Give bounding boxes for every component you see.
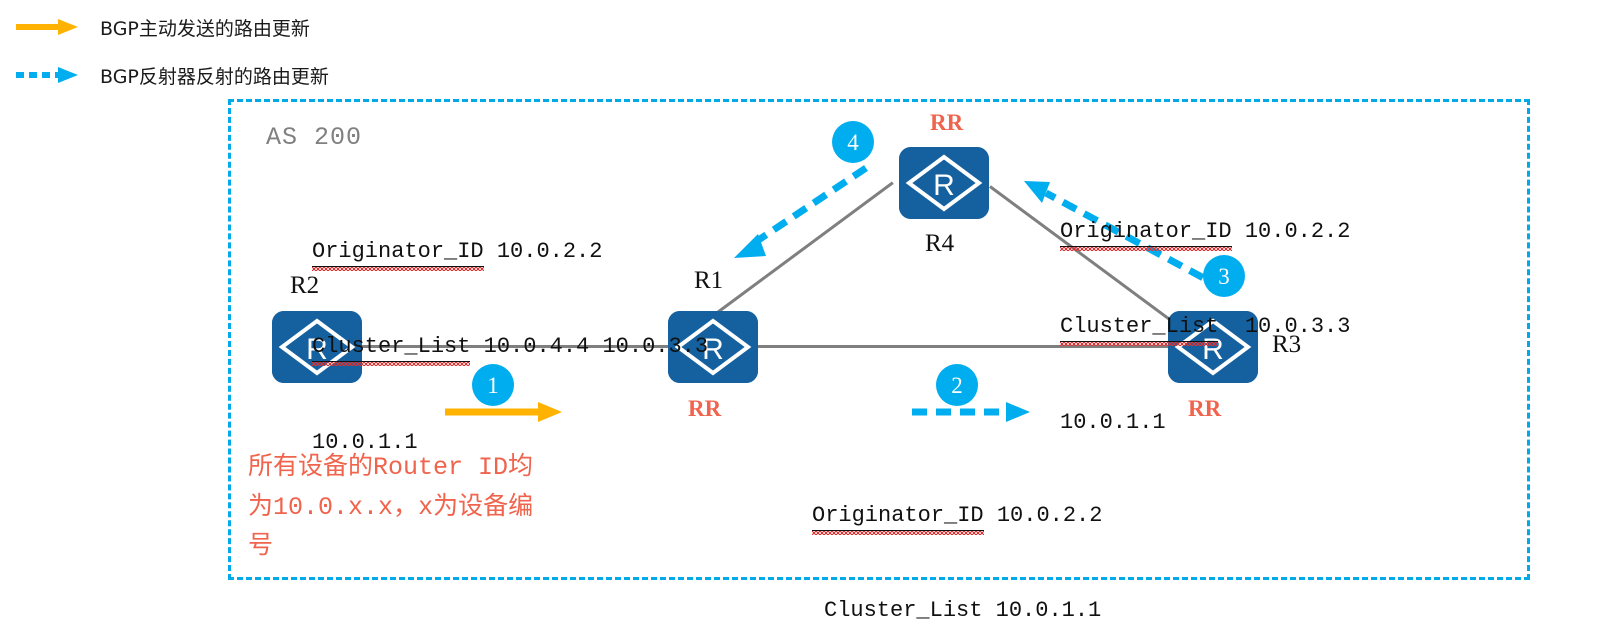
step-badge-4[interactable]: 4: [832, 121, 874, 163]
router-node-r3[interactable]: R: [1168, 311, 1258, 383]
node-label-r2: R2: [290, 272, 320, 299]
originator-id-keyword: Originator_ID: [1060, 216, 1232, 251]
step-badge-3[interactable]: 3: [1203, 255, 1245, 297]
legend-solid-arrow-icon: [14, 16, 80, 38]
cluster-list-value: 10.0.3.3: [1218, 314, 1351, 340]
info-line-2: Cluster_List 10.0.1.1: [812, 595, 1102, 625]
note-seg-7: 为设备编号: [248, 490, 534, 560]
info-line-2: Cluster_List 10.0.4.4 10.0.3.3: [312, 331, 709, 367]
info-line-1: Originator_ID 10.0.2.2: [312, 236, 708, 271]
note-seg-6: x: [418, 492, 434, 522]
note-seg-2: Router ID: [373, 453, 509, 482]
node-label-r4: R4: [925, 230, 955, 257]
router-node-r4[interactable]: R: [899, 147, 989, 219]
cluster-list-keyword: Cluster_List: [1060, 311, 1219, 347]
step-badge-2[interactable]: 2: [936, 364, 978, 406]
originator-id-value: 10.0.2.2: [483, 238, 603, 264]
info-line-2: Cluster_List 10.0.3.3: [1060, 311, 1351, 347]
link-r2-r1: [360, 345, 672, 348]
node-label-r3: R3: [1272, 331, 1302, 358]
originator-id-value: 10.0.2.2: [983, 502, 1103, 528]
router-id-note: 所有设备的Router ID均为10.0.x.x，x为设备编号: [248, 447, 538, 564]
info-line-3: 10.0.1.1: [1060, 410, 1166, 436]
originator-id-keyword: Originator_ID: [312, 236, 484, 271]
note-seg-3: 均为: [248, 451, 534, 520]
info-block-bottom-mid: Originator_ID 10.0.2.2 Cluster_List 10.0…: [812, 436, 1102, 625]
legend-item-solid: BGP主动发送的路由更新: [14, 14, 310, 40]
legend-label-dashed: BGP反射器反射的路由更新: [100, 65, 329, 88]
cluster-list-keyword: Cluster_List: [312, 331, 471, 367]
legend-item-dashed: BGP反射器反射的路由更新: [14, 62, 329, 88]
info-block-right-top: Originator_ID 10.0.2.2 Cluster_List 10.0…: [1060, 152, 1350, 503]
link-r1-r3: [757, 345, 1171, 348]
originator-id-value: 10.0.2.2: [1231, 218, 1351, 244]
rr-badge-r4: RR: [930, 110, 964, 135]
legend-dashed-arrow-icon: [14, 64, 80, 86]
as-domain-title: AS 200: [266, 123, 363, 152]
info-line-3: 10.0.1.1: [312, 430, 418, 456]
note-seg-4: 10.0.x.x: [273, 492, 394, 522]
info-block-left-top: Originator_ID 10.0.2.2 Cluster_List 10.0…: [312, 172, 708, 523]
note-seg-5: ，: [393, 490, 419, 520]
svg-text:R: R: [306, 333, 328, 366]
svg-text:R: R: [702, 333, 724, 366]
as-domain-boundary: [228, 99, 1530, 580]
rr-badge-r1: RR: [688, 396, 722, 421]
originator-id-keyword: Originator_ID: [812, 500, 984, 535]
note-seg-1: 所有设备的: [248, 451, 374, 480]
node-label-r1: R1: [694, 267, 724, 294]
router-node-r1[interactable]: R: [668, 311, 758, 383]
cluster-list-value: 10.0.1.1: [982, 598, 1102, 624]
info-line-1: Originator_ID 10.0.2.2: [812, 500, 1103, 535]
svg-text:R: R: [933, 169, 955, 202]
cluster-list-keyword: Cluster_List: [824, 595, 982, 625]
legend-label-solid: BGP主动发送的路由更新: [100, 17, 310, 40]
step-badge-1[interactable]: 1: [472, 364, 514, 406]
info-line-1: Originator_ID 10.0.2.2: [1060, 216, 1351, 251]
rr-badge-r3: RR: [1188, 396, 1222, 421]
cluster-list-value: 10.0.4.4 10.0.3.3: [470, 334, 709, 360]
